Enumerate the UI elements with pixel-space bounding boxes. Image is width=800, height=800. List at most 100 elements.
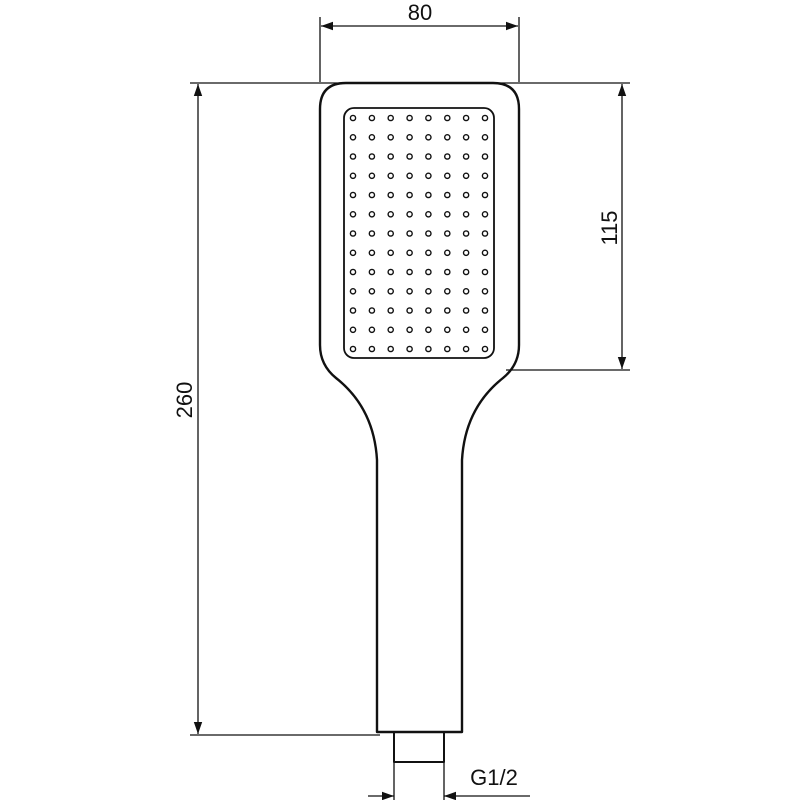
nozzle [368,249,376,257]
nozzle [349,133,357,141]
nozzle [443,114,451,122]
nozzle [462,191,470,199]
nozzle [387,172,395,180]
nozzle [368,268,376,276]
width-dimension: 80 [319,0,520,82]
nozzle [443,191,451,199]
nozzle [406,210,413,218]
nozzle [368,153,376,160]
nozzle [368,133,376,141]
nozzle [425,345,432,353]
head-height-dimension: 115 [496,82,630,371]
nozzle [349,153,357,160]
nozzle [368,287,376,295]
nozzle [368,191,376,199]
nozzle [425,153,432,160]
nozzle [481,326,489,334]
nozzle [462,345,470,353]
hose-connector [393,731,445,763]
nozzle [443,249,451,257]
width-dimension-label: 80 [408,0,432,25]
total-height-label: 260 [172,382,197,419]
nozzle [425,230,432,237]
nozzle [443,230,451,237]
nozzle [425,287,432,295]
nozzle [481,249,489,257]
nozzle [406,287,413,295]
head-height-label: 115 [597,210,622,245]
nozzle [349,172,357,180]
nozzle [368,326,376,334]
nozzle [368,230,376,237]
nozzle [387,114,395,122]
nozzle [425,191,432,199]
thread-dimension: G1/2 [368,762,530,800]
nozzle [481,345,489,353]
nozzle [425,326,432,334]
nozzle [387,307,395,314]
nozzle [349,191,357,199]
nozzle [462,307,470,314]
nozzle [368,114,376,122]
nozzle [349,287,357,295]
nozzle [462,287,470,295]
nozzle [443,172,451,180]
nozzle [481,230,489,237]
nozzle [462,153,470,160]
nozzle [349,210,357,218]
nozzle [406,191,413,199]
nozzle [443,133,451,141]
nozzle [406,114,413,122]
nozzle [425,307,432,314]
nozzle [349,307,357,314]
nozzle [387,249,395,257]
nozzle [387,153,395,160]
nozzle [406,268,413,276]
nozzle [368,307,376,314]
nozzle [481,287,489,295]
nozzle [406,172,413,180]
nozzle [462,172,470,180]
nozzle [443,268,451,276]
nozzle [387,230,395,237]
nozzle-grid [349,114,489,353]
nozzle [443,153,451,160]
nozzle [406,133,413,141]
nozzle [462,210,470,218]
nozzle [425,210,432,218]
nozzle [406,249,413,257]
nozzle [387,133,395,141]
nozzle [406,230,413,237]
nozzle [425,133,432,141]
nozzle [387,210,395,218]
nozzle [462,114,470,122]
nozzle [481,114,489,122]
nozzle [349,326,357,334]
nozzle [481,191,489,199]
nozzle [425,172,432,180]
nozzle [406,326,413,334]
nozzle [387,345,395,353]
nozzle [425,249,432,257]
nozzle [481,268,489,276]
handset-outline [318,81,521,734]
nozzle [406,307,413,314]
nozzle [425,268,432,276]
nozzle [349,268,357,276]
nozzle [481,210,489,218]
nozzle [349,249,357,257]
nozzle [443,210,451,218]
nozzle [406,345,413,353]
nozzle [462,268,470,276]
nozzle [387,191,395,199]
nozzle [443,326,451,334]
nozzle [443,307,451,314]
nozzle [368,210,376,218]
nozzle [481,153,489,160]
thread-label: G1/2 [470,765,518,790]
nozzle [462,230,470,237]
spray-face [343,107,495,359]
nozzle [462,133,470,141]
nozzle [443,345,451,353]
